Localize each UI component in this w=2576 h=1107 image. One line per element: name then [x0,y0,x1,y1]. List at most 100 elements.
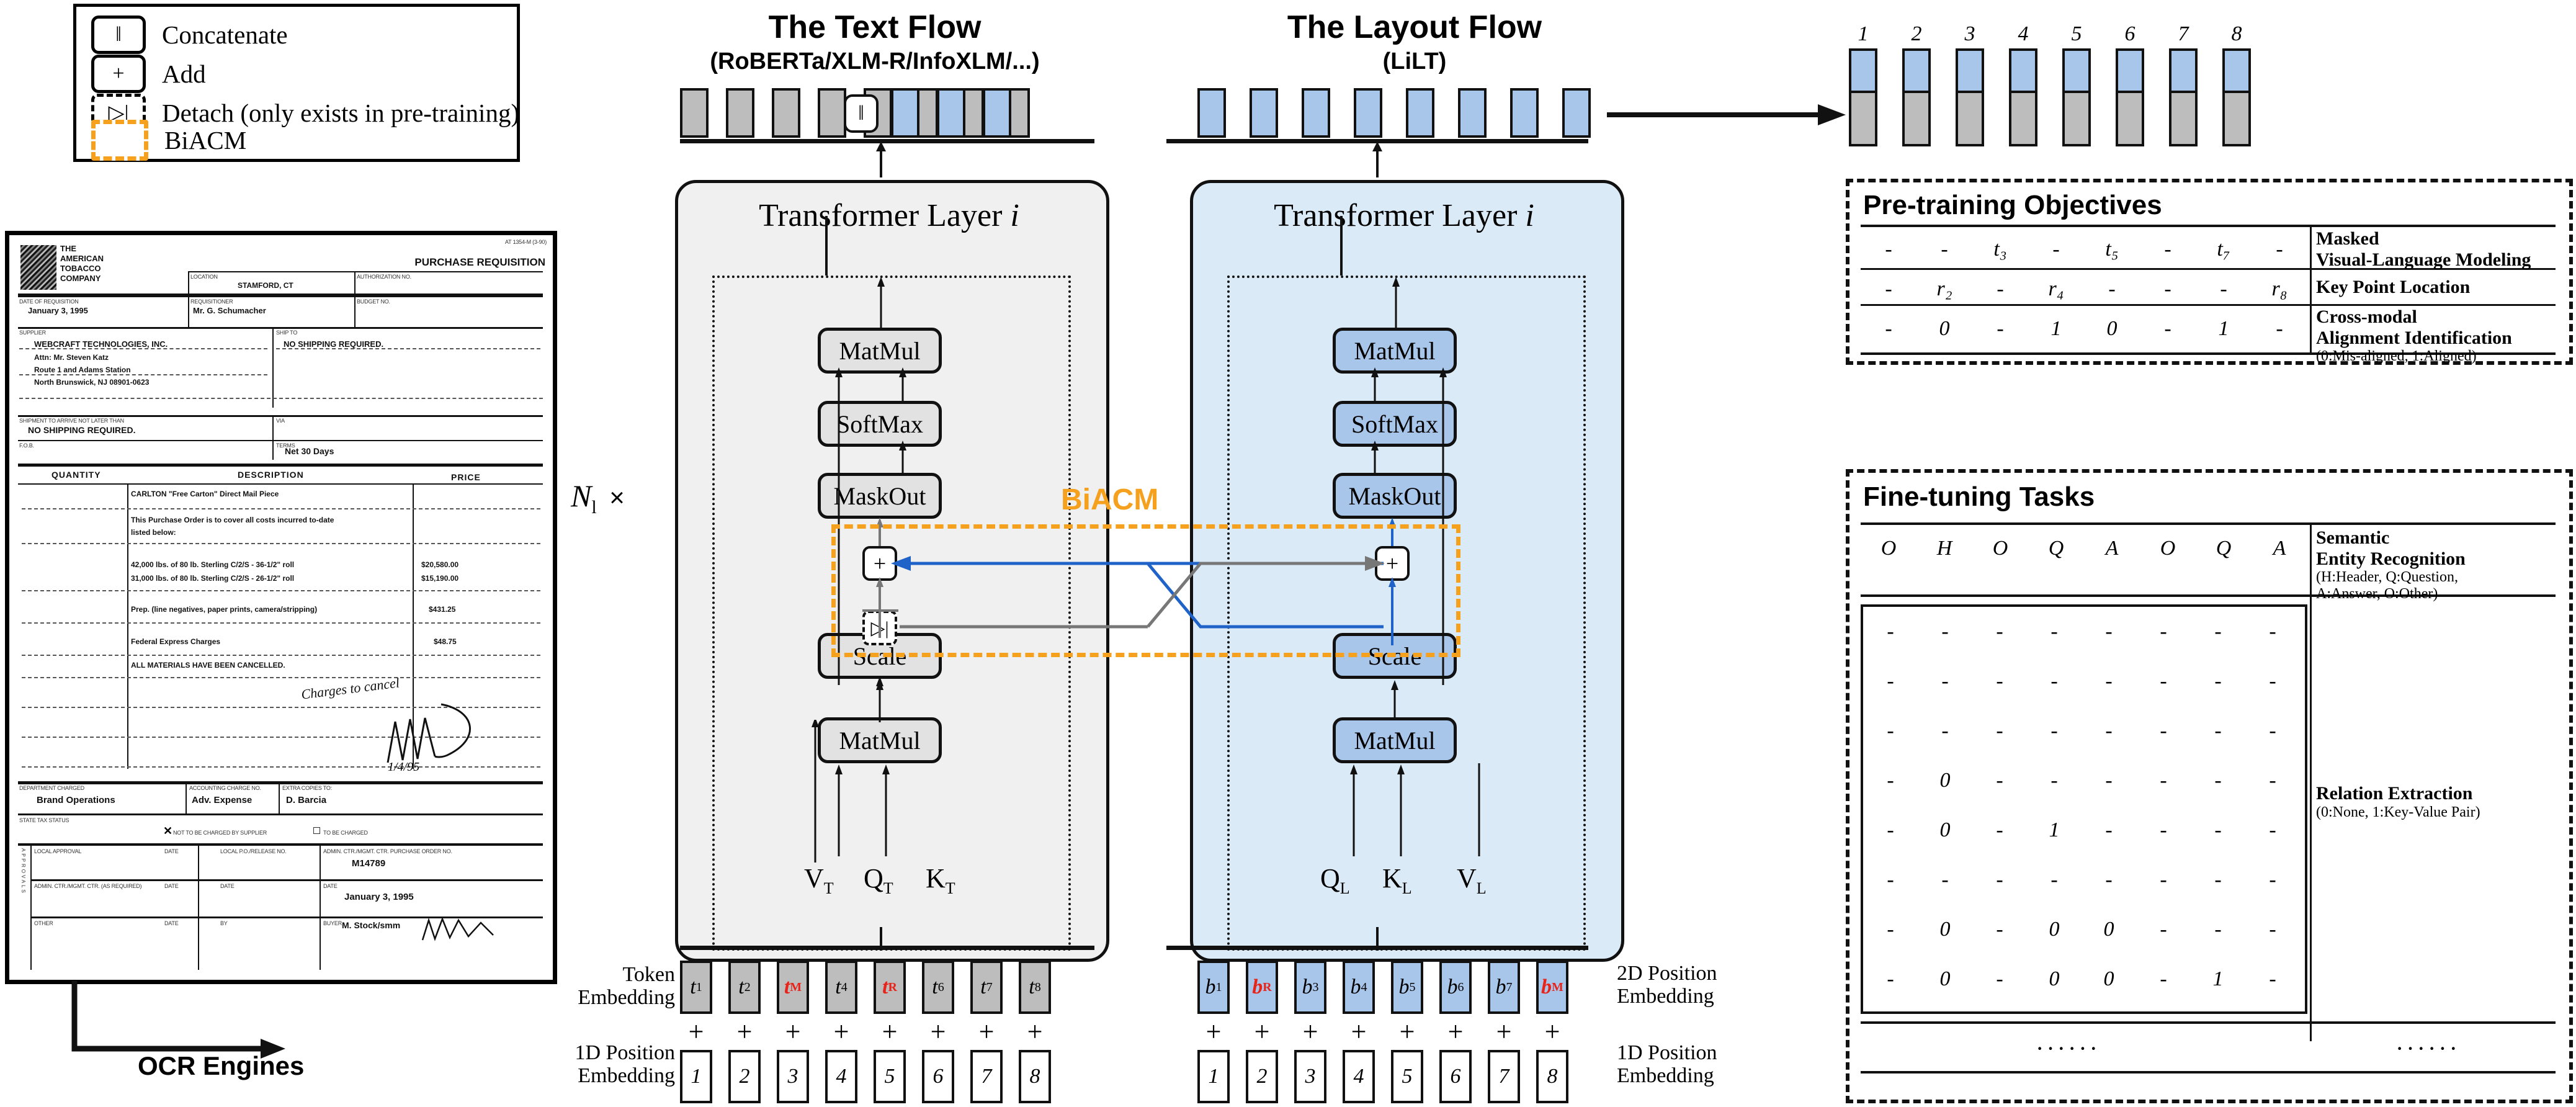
add-operator-icon: + [1302,1016,1318,1047]
table-cell: 0 [1939,317,1950,340]
text-input-bus-arrow [880,927,882,951]
table-header-price: PRICE [451,472,481,482]
field-label-fob: F.O.B. [19,442,34,449]
relation-cell: - [2269,620,2276,643]
table-cell: r₄ [2048,277,2064,300]
divider [188,271,543,272]
relation-cell: 0 [2049,967,2060,990]
relation-cell: - [1887,918,1894,941]
finetuning-title: Fine-tuning Tasks [1863,482,2095,512]
table-cell: - [2220,277,2227,300]
table-cell: - [2108,277,2116,300]
table-cell: O [1992,537,2008,560]
relation-cell: - [1996,719,2003,742]
output-text-segment [1956,93,1984,146]
add-operator-icon: + [978,1016,995,1047]
company-line-3: TOBACCO [60,264,101,273]
relation-cell: - [2160,719,2167,742]
layout-plus-row: ++++++++ [1197,1016,1568,1047]
relation-cell: - [1941,620,1949,643]
table-cell: - [2164,317,2171,340]
legend-label-biacm: BiACM [164,126,247,155]
relation-cell: - [2214,719,2222,742]
table-row: 31,000 lbs. of 80 lb. Sterling C/2/S - 2… [131,574,295,583]
embedding-cell [891,88,919,138]
output-text-segment [2062,93,2091,146]
embedding-cell [1197,88,1226,138]
legend-label-add: Add [162,60,206,88]
relation-cell: - [1887,670,1894,692]
embedding-cell [1302,88,1330,138]
embedding-cell [937,88,965,138]
legend-item-add: + Add [91,55,206,93]
pretraining-title: Pre-training Objectives [1863,190,2162,220]
relation-cell: - [2160,670,2167,692]
table-cell: Q [2216,537,2232,560]
approval-row-buyer-value: M. Stock/smm [342,920,401,930]
output-text-segment [2116,93,2144,146]
approval-row-date: DATE [164,848,179,854]
layout-panel-top-line [1340,216,1343,276]
supplier-line-1: WEBCRAFT TECHNOLOGIES, INC. [34,339,168,349]
position-embedding-cell: 1 [680,1050,712,1103]
table-row: ALL MATERIALS HAVE BEEN CANCELLED. [131,661,285,670]
text-input-bus [680,946,1094,950]
approval-row-date: DATE [164,883,179,889]
embedding-cell [1458,88,1487,138]
field-label-terms: TERMS [276,442,295,449]
relation-cell: - [2214,670,2222,692]
relation-cell: - [1996,868,2003,891]
layout-layer-label: Transformer Layer i [1274,198,1534,233]
biacm-swatch-icon [91,120,148,161]
add-operator-icon: + [1254,1016,1270,1047]
add-operator-icon: + [1027,1016,1043,1047]
field-value-terms: Net 30 Days [285,446,334,456]
add-operator-icon: + [1544,1016,1560,1047]
table-cell: - [2052,238,2060,261]
output-layout-segment [2169,48,2198,93]
approval-row-date: DATE [164,920,179,926]
relation-cell: - [1887,967,1894,990]
layout-input-bus-arrow [1376,927,1379,951]
field-label-shipment: SHIPMENT TO ARRIVE NOT LATER THAN [19,418,124,424]
legend-label-detach: Detach (only exists in pre-training) [162,99,520,127]
relation-matrix-rows: -------------------------0-------0-1----… [1863,607,2300,1004]
legend-item-biacm: BiACM [91,120,246,161]
table-cell: A [2105,537,2119,560]
relation-matrix-row: -0-1---- [1863,805,2300,855]
relation-cell: - [2105,769,2113,792]
add-operator-icon: + [1447,1016,1464,1047]
pretraining-label-mvlm: Masked Visual-Language Modeling [2316,228,2531,270]
output-token-stack: 3 [1956,22,1984,146]
pretraining-row-kpl-cells: -r₂-r₄---r₈ [1861,276,2307,303]
table-row-price: $15,190.00 [421,574,459,583]
approval-row-buyer-label: BUYER [323,920,342,926]
add-operator-icon: + [1205,1016,1222,1047]
field-value-location: STAMFORD, CT [238,281,293,290]
field-label-budget: BUDGET NO. [357,298,390,305]
output-text-segment [1902,93,1931,146]
relation-cell: - [2105,868,2113,891]
field-value-date: January 3, 1995 [28,306,88,315]
company-line-4: COMPANY [60,274,101,283]
relation-matrix-box [1861,604,2307,1014]
field-label-shipto: SHIP TO [276,329,298,336]
relation-cell: - [2160,918,2167,941]
relation-cell: - [1996,620,2003,643]
output-layout-segment [1849,48,1877,93]
table-cell: O [1881,537,1897,560]
output-arrow [1607,104,1846,125]
divider [18,464,543,467]
relation-cell: - [1996,670,2003,692]
divider [272,327,274,408]
relation-matrix-row: -------- [1863,706,2300,756]
repeat-count-label: Nl × [571,478,625,518]
approval-row-date2: DATE [220,883,235,889]
